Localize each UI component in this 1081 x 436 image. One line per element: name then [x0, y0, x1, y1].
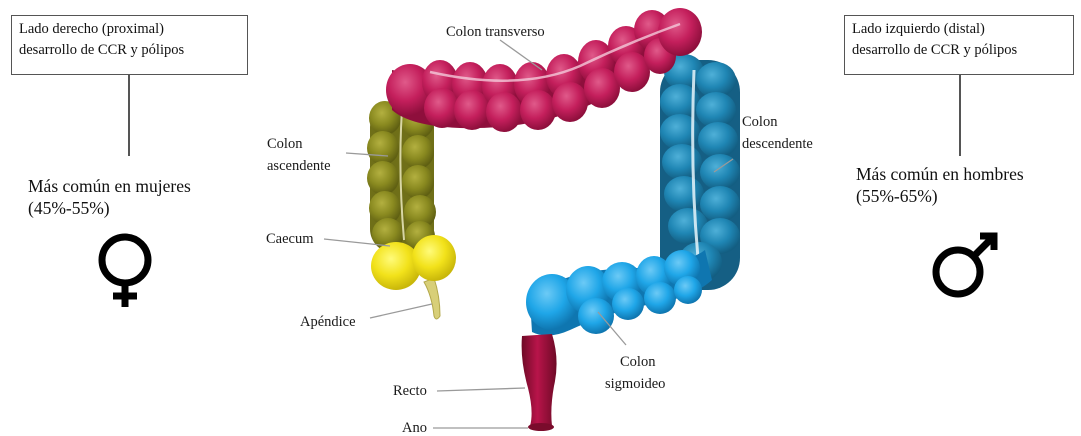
label-recto: Recto	[393, 383, 427, 399]
label-colon-descendente-1: Colon	[742, 114, 778, 130]
label-caecum: Caecum	[266, 231, 314, 247]
label-ano: Ano	[402, 420, 427, 436]
label-colon-sigmoideo-1: Colon	[620, 354, 656, 370]
label-colon-transverso: Colon transverso	[446, 24, 545, 40]
label-colon-descendente-2: descendente	[742, 136, 813, 152]
sigmoid-colon	[526, 250, 712, 336]
label-colon-ascendente-1: Colon	[267, 136, 303, 152]
rectum	[522, 334, 557, 431]
label-colon-ascendente-2: ascendente	[267, 158, 331, 174]
label-apendice: Apéndice	[300, 314, 356, 330]
female-symbol-icon	[102, 237, 148, 307]
label-colon-sigmoideo-2: sigmoideo	[605, 376, 665, 392]
male-symbol-icon	[936, 236, 994, 294]
